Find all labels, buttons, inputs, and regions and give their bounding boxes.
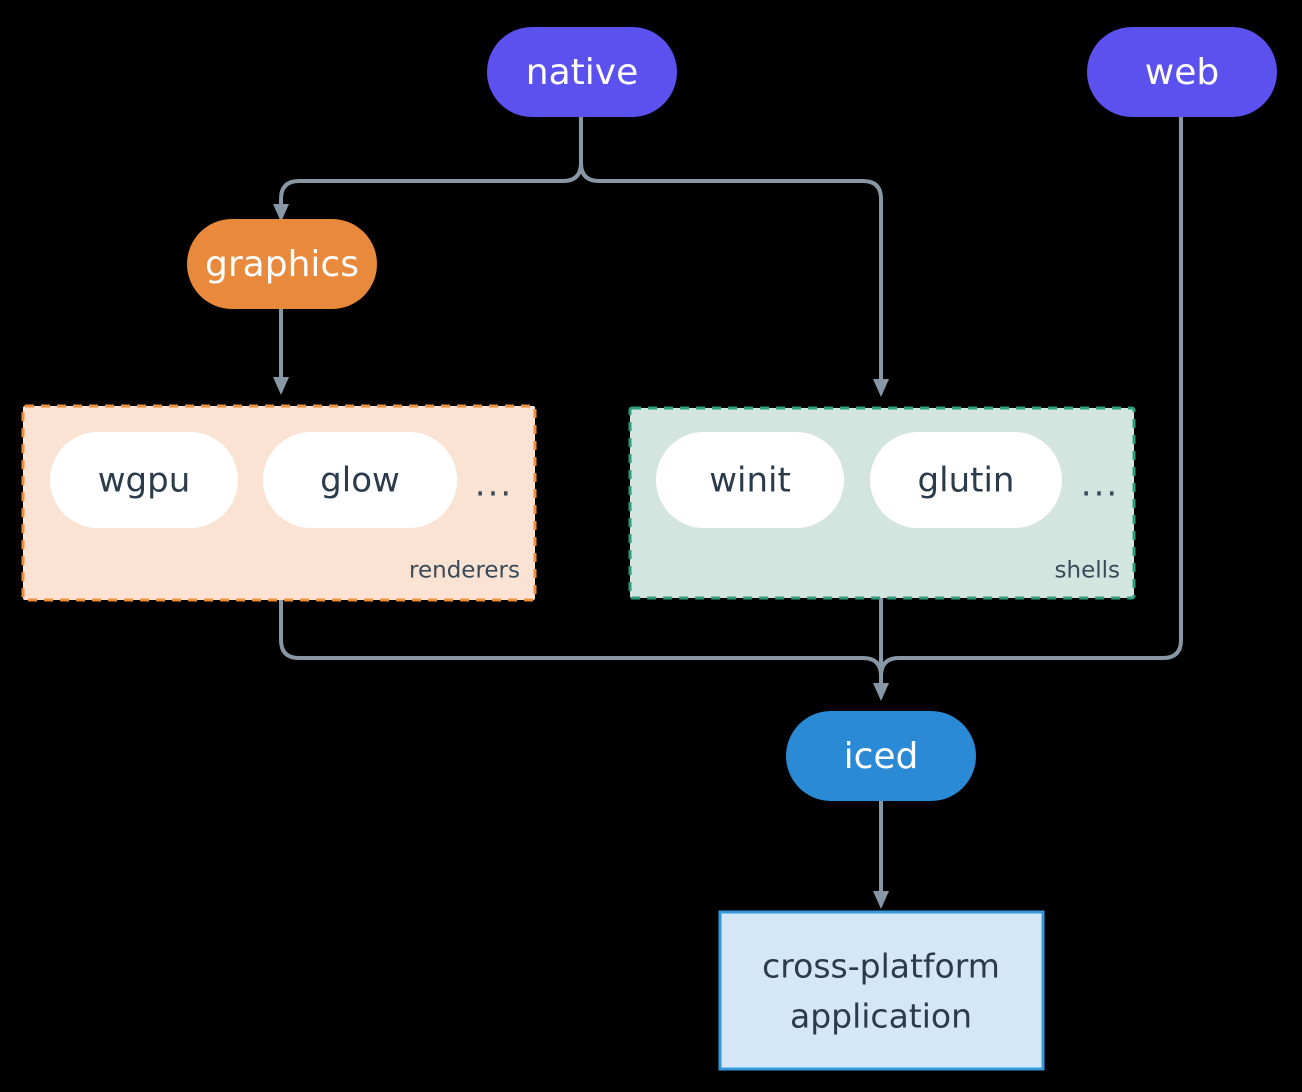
node-web-label: web: [1145, 52, 1219, 93]
renderer-item-glow-label: glow: [320, 461, 400, 501]
edge-renderers-to-iced: [279, 600, 883, 687]
renderer-item-wgpu-label: wgpu: [98, 461, 191, 501]
arrow-head-graphics: [273, 204, 289, 222]
node-graphics-shape: [187, 219, 377, 309]
renderers-more-indicator: ...: [475, 465, 513, 505]
node-web-shape: [1087, 27, 1277, 117]
edge-native-to-graphics: [279, 117, 583, 208]
edge-native-to-shells: [579, 117, 883, 383]
shell-item-winit[interactable]: winit: [656, 432, 844, 528]
shell-item-glutin-label: glutin: [918, 461, 1015, 501]
renderer-item-wgpu[interactable]: wgpu: [50, 432, 238, 528]
node-web[interactable]: web: [1087, 27, 1277, 117]
edge-web-to-iced: [879, 117, 1183, 687]
node-application-shape: [718, 910, 1045, 1071]
group-shells[interactable]: winit glutin ... shells: [628, 406, 1136, 600]
edge-layer: [273, 117, 1183, 909]
shell-item-winit-label: winit: [709, 461, 791, 501]
node-application[interactable]: cross-platform application: [718, 910, 1045, 1071]
node-native-shape: [487, 27, 677, 117]
shell-item-glutin-pill: [870, 432, 1062, 528]
group-renderers[interactable]: wgpu glow ... renderers: [21, 404, 537, 602]
shells-more-indicator: ...: [1081, 465, 1119, 505]
node-application-label-line-2: application: [790, 997, 972, 1036]
node-iced[interactable]: iced: [786, 711, 976, 801]
node-graphics-label: graphics: [205, 244, 359, 285]
renderers-caption: renderers: [409, 558, 520, 584]
renderer-item-glow[interactable]: glow: [263, 432, 457, 528]
node-native[interactable]: native: [487, 27, 677, 117]
node-iced-shape: [786, 711, 976, 801]
renderer-item-wgpu-pill: [50, 432, 238, 528]
shell-item-glutin[interactable]: glutin: [870, 432, 1062, 528]
renderer-item-glow-pill: [263, 432, 457, 528]
arrow-head-shells: [873, 379, 889, 397]
shell-item-winit-pill: [656, 432, 844, 528]
shells-caption: shells: [1055, 558, 1120, 584]
node-graphics[interactable]: graphics: [187, 219, 377, 309]
arrow-head-application: [873, 891, 889, 909]
arrow-head-iced: [873, 683, 889, 701]
arrow-head-renderers: [273, 377, 289, 395]
node-application-label-line-1: cross-platform: [762, 947, 1000, 986]
node-iced-label: iced: [844, 736, 919, 777]
node-native-label: native: [526, 52, 638, 93]
